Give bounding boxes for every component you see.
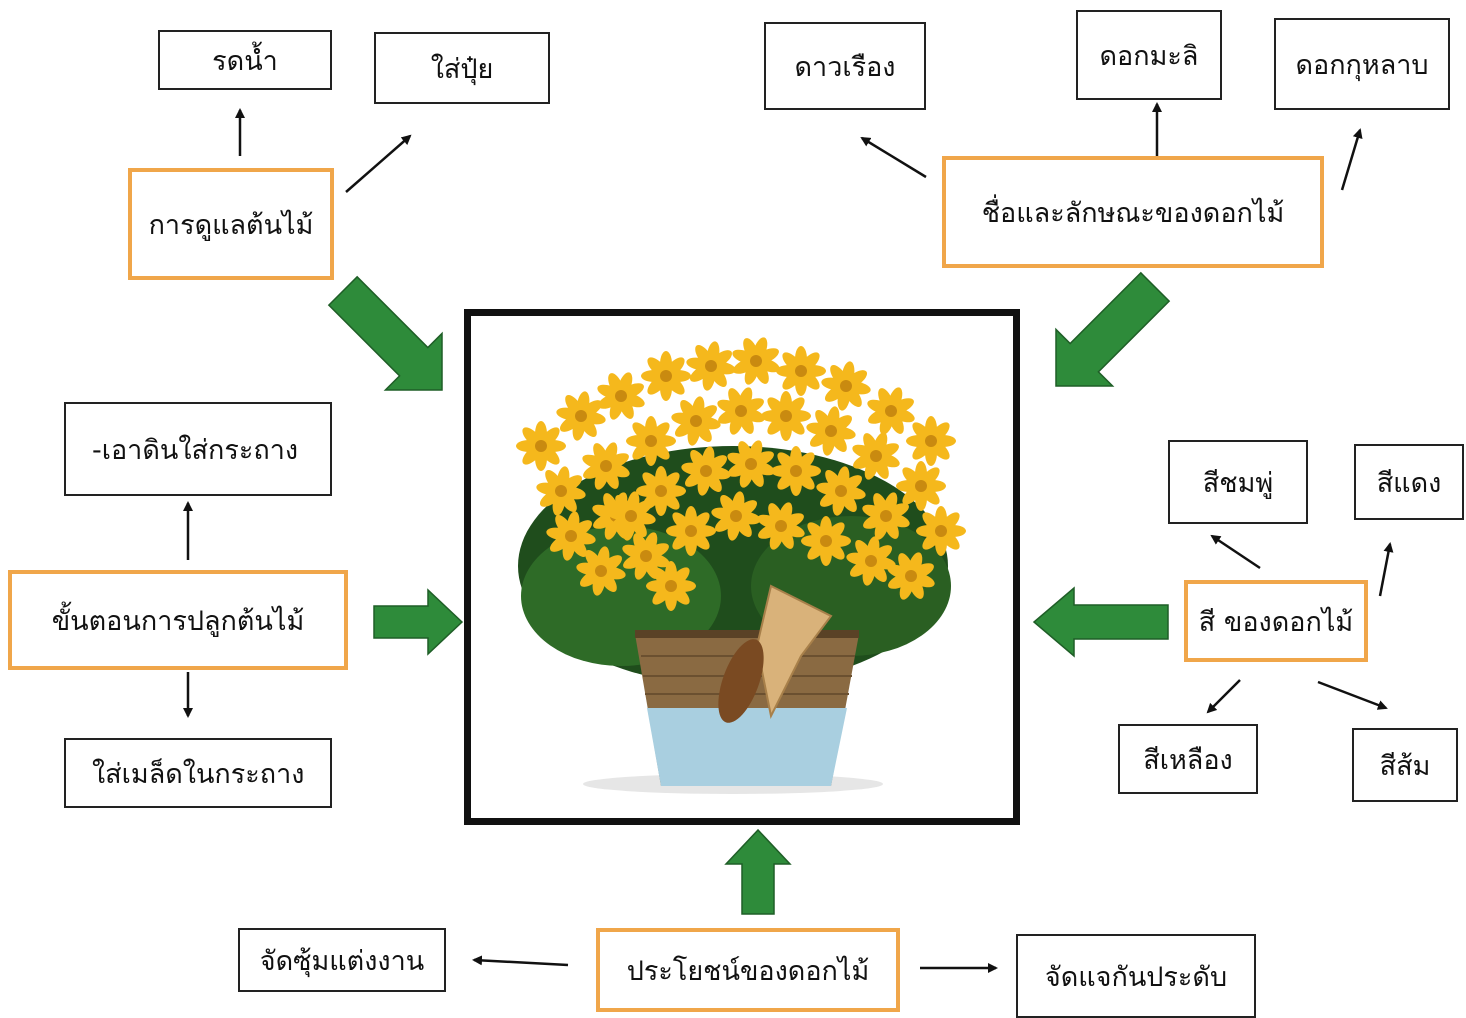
care-item-fertilizer-label: ใส่ปุ๋ย	[430, 53, 494, 85]
names-item-jasmine: ดอกมะลิ	[1076, 10, 1222, 100]
flower-bloom	[916, 506, 966, 556]
arrow-names-to-rose	[1340, 128, 1363, 191]
flower-bloom	[821, 361, 871, 411]
flower-bloom	[516, 421, 566, 471]
flower-bloom	[606, 491, 656, 541]
flower-bloom	[771, 446, 821, 496]
benefits-item-vase-label: จัดแจกันประดับ	[1044, 961, 1228, 993]
topic-colors: สี ของดอกไม้	[1184, 580, 1368, 662]
names-item-jasmine-label: ดอกมะลิ	[1099, 40, 1199, 72]
flower-bloom	[732, 337, 780, 385]
colors-item-red: สีแดง	[1354, 444, 1464, 520]
flower-bloom	[906, 416, 956, 466]
flower-bloom	[597, 372, 645, 420]
flower-bloom	[816, 466, 866, 516]
planting-item-soil-label: -เอาดินใส่กระถาง	[92, 434, 299, 466]
flower-bloom	[806, 406, 856, 456]
topic-benefits: ประโยชน์ของดอกไม้	[596, 928, 900, 1012]
colors-item-yellow-label: สีเหลือง	[1143, 744, 1233, 776]
arrow-colors-to-pink	[1210, 534, 1261, 570]
care-item-water: รดน้ำ	[158, 30, 332, 90]
green-arrow-bottom	[724, 828, 792, 915]
planting-item-seed-label: ใส่เมล็ดในกระถาง	[92, 758, 305, 790]
names-item-marigold-label: ดาวเรือง	[794, 51, 896, 83]
flower-bloom	[761, 391, 811, 441]
arrow-colors-to-yellow	[1206, 679, 1241, 714]
topic-names: ชื่อและลักษณะของดอกไม้	[942, 156, 1324, 268]
flower-bloom	[576, 546, 626, 596]
topic-benefits-label: ประโยชน์ของดอกไม้	[626, 955, 870, 987]
green-arrow-top-right	[1055, 271, 1171, 387]
care-item-fertilizer: ใส่ปุ๋ย	[374, 32, 550, 104]
flower-bloom	[757, 502, 805, 550]
arrow-colors-to-red	[1378, 542, 1394, 597]
care-item-water-label: รดน้ำ	[212, 45, 278, 77]
flower-bloom	[727, 440, 775, 488]
flower-bloom	[626, 416, 676, 466]
flower-pot-illustration	[516, 337, 966, 794]
center-photo	[464, 309, 1020, 825]
names-item-rose-label: ดอกกุหลาบ	[1295, 49, 1429, 81]
flower-bloom	[896, 461, 946, 511]
flower-bloom	[887, 552, 935, 600]
flower-bloom	[582, 442, 630, 490]
topic-planting-label: ขั้นตอนการปลูกต้นไม้	[51, 605, 305, 637]
flower-bloom	[671, 396, 721, 446]
arrow-names-to-marigold	[860, 136, 927, 179]
arrow-colors-to-orange	[1317, 680, 1388, 710]
arrow-care-to-fertilizer	[345, 134, 412, 193]
flower-bloom	[846, 536, 896, 586]
green-arrow-left	[373, 588, 464, 656]
colors-item-pink: สีชมพู่	[1168, 440, 1308, 524]
colors-item-pink-label: สีชมพู่	[1202, 467, 1274, 499]
flower-bloom	[536, 466, 586, 516]
colors-item-red-label: สีแดง	[1376, 467, 1442, 499]
colors-item-orange: สีส้ม	[1352, 728, 1458, 802]
flower-bloom	[717, 387, 765, 435]
topic-planting: ขั้นตอนการปลูกต้นไม้	[8, 570, 348, 670]
flower-bloom	[852, 432, 900, 480]
green-arrow-top-left	[327, 275, 443, 391]
names-item-marigold: ดาวเรือง	[764, 22, 926, 110]
flower-bloom	[801, 516, 851, 566]
flower-bloom	[546, 511, 596, 561]
flower-bloom	[711, 491, 761, 541]
flower-bloom	[622, 532, 670, 580]
topic-colors-label: สี ของดอกไม้	[1198, 606, 1354, 638]
flower-bloom	[556, 391, 606, 441]
colors-item-orange-label: สีส้ม	[1379, 750, 1431, 782]
benefits-item-wedding: จัดซุ้มแต่งงาน	[238, 928, 446, 992]
topic-care: การดูแลต้นไม้	[128, 168, 334, 280]
flower-bloom	[862, 492, 910, 540]
topic-care-label: การดูแลต้นไม้	[148, 209, 314, 241]
flower-bloom	[646, 561, 696, 611]
planting-item-seed: ใส่เมล็ดในกระถาง	[64, 738, 332, 808]
benefits-item-vase: จัดแจกันประดับ	[1016, 934, 1256, 1018]
flower-bloom	[636, 466, 686, 516]
flower-bloom	[666, 506, 716, 556]
benefits-item-wedding-label: จัดซุ้มแต่งงาน	[259, 945, 425, 977]
topic-names-label: ชื่อและลักษณะของดอกไม้	[981, 197, 1285, 229]
flower-bloom	[776, 346, 826, 396]
names-item-rose: ดอกกุหลาบ	[1274, 18, 1450, 110]
flower-bloom	[641, 351, 691, 401]
flower-bloom	[867, 387, 915, 435]
flower-bloom	[686, 341, 736, 391]
colors-item-yellow: สีเหลือง	[1118, 724, 1258, 794]
flower-blooms	[516, 337, 966, 611]
arrow-benefits-to-wedding	[472, 955, 569, 967]
planting-item-soil: -เอาดินใส่กระถาง	[64, 402, 332, 496]
flower-bloom	[681, 446, 731, 496]
green-arrow-right	[1032, 586, 1169, 658]
